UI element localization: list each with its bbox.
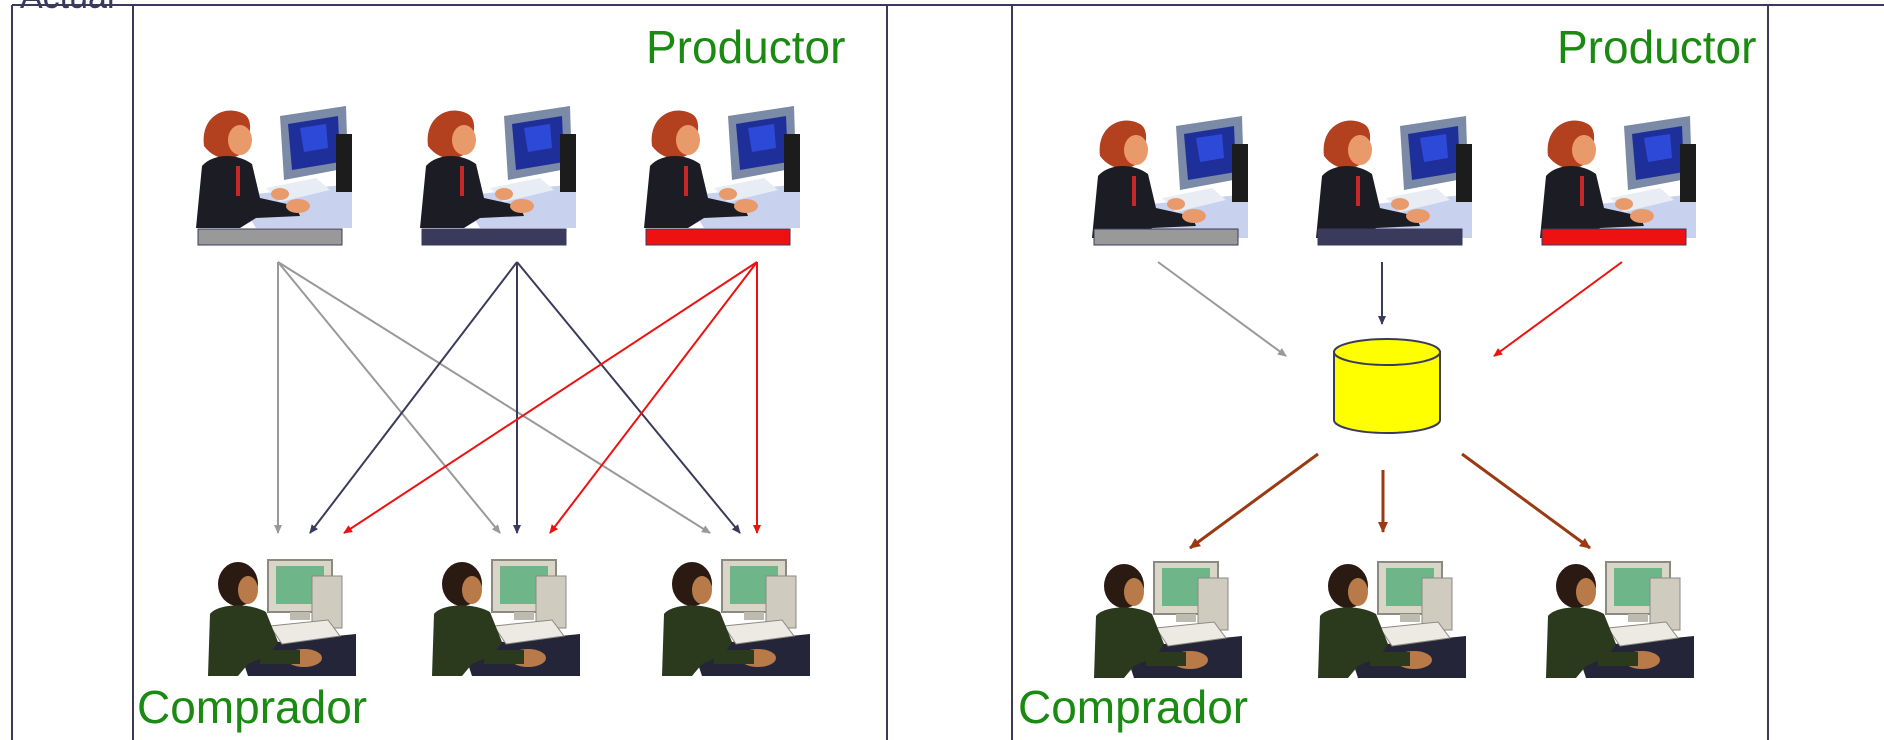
producer-bar <box>1093 228 1239 246</box>
left-buyer-3 <box>661 553 811 677</box>
producer-bar <box>645 228 791 246</box>
left-producer-1 <box>196 106 352 246</box>
arrow-gray-to-db <box>1157 261 1287 357</box>
producer-bar <box>197 228 343 246</box>
right-producer-label: Productor <box>1557 21 1757 73</box>
arrow-gray-to-buyer-2 <box>277 261 501 534</box>
grid-lines <box>11 4 1884 740</box>
right-buyer-1 <box>1093 555 1243 679</box>
left-producer-label: Productor <box>646 21 846 73</box>
producer-bar <box>421 228 567 246</box>
right-buyer-label: Comprador <box>1018 681 1249 733</box>
right-buyer-3 <box>1545 555 1695 679</box>
arrow-red-to-db <box>1493 261 1623 357</box>
right-producer-2 <box>1316 116 1472 246</box>
left-buyer-label: Comprador <box>137 681 368 733</box>
right-out-arrows <box>1189 452 1591 550</box>
left-buyer-2 <box>431 553 581 677</box>
arrow-navy-to-buyer-1 <box>309 261 518 534</box>
arrow-red-to-buyer-1 <box>343 261 758 534</box>
producer-bar <box>1541 228 1687 246</box>
left-producer-3 <box>644 106 800 246</box>
left-producer-2 <box>420 106 576 246</box>
right-in-arrows <box>1157 261 1623 357</box>
left-arrows <box>274 261 761 534</box>
producer-bar <box>1317 228 1463 246</box>
right-buyer-2 <box>1317 555 1467 679</box>
arrow-red-to-buyer-2 <box>549 261 758 534</box>
arrow-db-to-buyer-1 <box>1189 452 1319 550</box>
right-producer-1 <box>1092 116 1248 246</box>
arrow-db-to-buyer-3 <box>1461 452 1591 550</box>
database-icon <box>1333 338 1441 434</box>
arrow-navy-to-buyer-3 <box>516 261 741 534</box>
left-buyer-1 <box>207 553 357 677</box>
right-producer-3 <box>1540 116 1696 246</box>
arrow-gray-to-buyer-3 <box>277 261 711 534</box>
